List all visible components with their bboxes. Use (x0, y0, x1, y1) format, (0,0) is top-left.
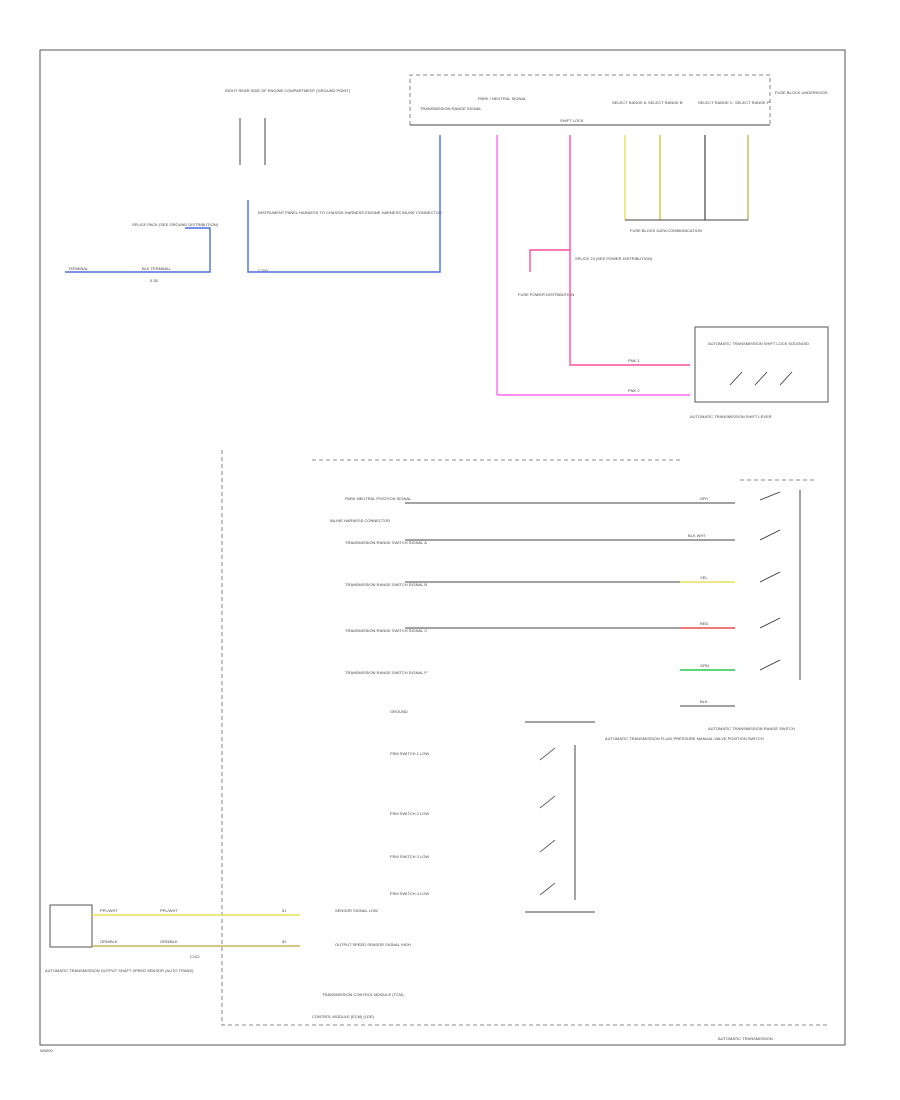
left-wire-gauge: 0.35 (150, 278, 159, 283)
bcm-pin-label-3: SELECT RANGE A (612, 100, 647, 105)
pink-wire-fuse (529, 249, 570, 272)
tcm-wire-tag-2: YEL (700, 575, 708, 580)
shift-lever-wire2: PNK 2 (628, 388, 640, 393)
tcm-wire-tag-3: RED (700, 621, 709, 626)
tcm-title: TRANSMISSION CONTROL MODULE (TCM) (322, 992, 404, 997)
tcm-wire-tag-0: GRY (700, 496, 709, 501)
pressure-row-2: PSM SWITCH 3 LOW (390, 854, 429, 859)
shift-lever-inner: AUTOMATIC TRANSMISSION SHIFT LOCK SOLENO… (708, 341, 809, 346)
bcm-bottom-connector: FUSE BLOCK DATA COMMUNICATION (630, 228, 702, 233)
tcm-row-2: TRANSMISSION RANGE SWITCH SIGNAL B (345, 582, 427, 587)
left-wire-b: BLK TERMINAL (142, 266, 172, 271)
pressure-title: AUTOMATIC TRANSMISSION FLUID PRESSURE MA… (605, 736, 764, 741)
tcm-wire-tag-4: GRN (700, 663, 709, 668)
ipc-label: INSTRUMENT PANEL HARNESS TO CHASSIS HARN… (258, 210, 442, 215)
blue-wire-main (247, 135, 441, 273)
speed-wire1: PPL/WHT (100, 908, 118, 913)
range-switch-title: AUTOMATIC TRANSMISSION RANGE SWITCH (708, 726, 795, 731)
shift-lever-switches (729, 371, 793, 386)
bcm-pin-label-4: SELECT RANGE B (648, 100, 683, 105)
bcm-right-connector: FUSE BLOCK UNDERHOOD (775, 90, 828, 95)
bcm-pin-label-2: SHIFT LOCK (560, 118, 584, 123)
speed-sensor-box (49, 904, 93, 948)
speed-pin2: 52 (282, 939, 287, 944)
speed-row-1: OUTPUT SPEED SENSOR SIGNAL HIGH (335, 942, 411, 947)
speed-wire2: ORN/BLK (100, 939, 118, 944)
page-frame (39, 49, 846, 1046)
bcm-pin-label-1: PARK / NEUTRAL SIGNAL (478, 96, 527, 101)
tcm-wire-tag-1: BLK WHT (688, 533, 706, 538)
speed-sensor-title: AUTOMATIC TRANSMISSION OUTPUT SHAFT SPEE… (45, 968, 194, 973)
tcm-inline: INLINE HARNESS CONNECTOR (330, 518, 390, 523)
tcm-row-1: TRANSMISSION RANGE SWITCH SIGNAL A (345, 540, 427, 545)
tcm-row-3: TRANSMISSION RANGE SWITCH SIGNAL C (345, 628, 427, 633)
speed-row-0: SENSOR SIGNAL LOW (335, 908, 378, 913)
tcm-row-0: PARK NEUTRAL POSITION SIGNAL (345, 496, 412, 501)
fuse-name: FUSE POWER DISTRIBUTION (518, 292, 574, 297)
range-switch-contacts (759, 491, 781, 671)
ipc-ckt: C200 (258, 268, 268, 273)
speed-wire2b: ORN/BLK (160, 939, 178, 944)
ecm-frame (221, 450, 830, 1026)
shift-lever-title: AUTOMATIC TRANSMISSION SHIFT LEVER (690, 414, 772, 419)
bcm-pin-label-6: SELECT RANGE P (735, 100, 770, 105)
ref-code: W0000 (40, 1048, 53, 1053)
blue-wire-left (65, 227, 211, 273)
shift-lever-wire1: PNK 1 (628, 358, 640, 363)
shift-lever-box (694, 326, 829, 403)
pressure-row-3: PSM SWITCH 4 LOW (390, 891, 429, 896)
bcm-pin-label-5: SELECT RANGE C (698, 100, 733, 105)
ground-label: RIGHT REAR SIDE OF ENGINE COMPARTMENT (G… (225, 88, 351, 93)
left-wire-a: TERMINAL (68, 266, 89, 271)
bcm-pin-label-0: TRANSMISSION RANGE SIGNAL (420, 106, 482, 111)
tcm-row-5: GROUND (390, 709, 408, 714)
bcm-frame (409, 74, 771, 125)
speed-pin1: 51 (282, 908, 287, 913)
pressure-contacts (539, 747, 556, 896)
fuse-splice: SPLICE 23 (SEE POWER DISTRIBUTION) (575, 256, 653, 261)
pressure-row-0: PSM SWITCH 1 LOW (390, 751, 429, 756)
speed-wire1b: PPL/WHT (160, 908, 178, 913)
speed-connector: C102 (190, 954, 200, 959)
tcm-row-4: TRANSMISSION RANGE SWITCH SIGNAL P (345, 670, 427, 675)
pink-wire-lever (569, 250, 690, 366)
ecm-title: CONTROL MODULE (ECM) (LDE) (312, 1014, 375, 1019)
splice-label: SPLICE PACK (SEE GROUND DISTRIBUTION) (132, 222, 219, 227)
pressure-row-1: PSM SWITCH 2 LOW (390, 811, 429, 816)
tcm-wire-tag-5: BLK (700, 699, 708, 704)
footer-title: AUTOMATIC TRANSMISSION (718, 1036, 773, 1041)
